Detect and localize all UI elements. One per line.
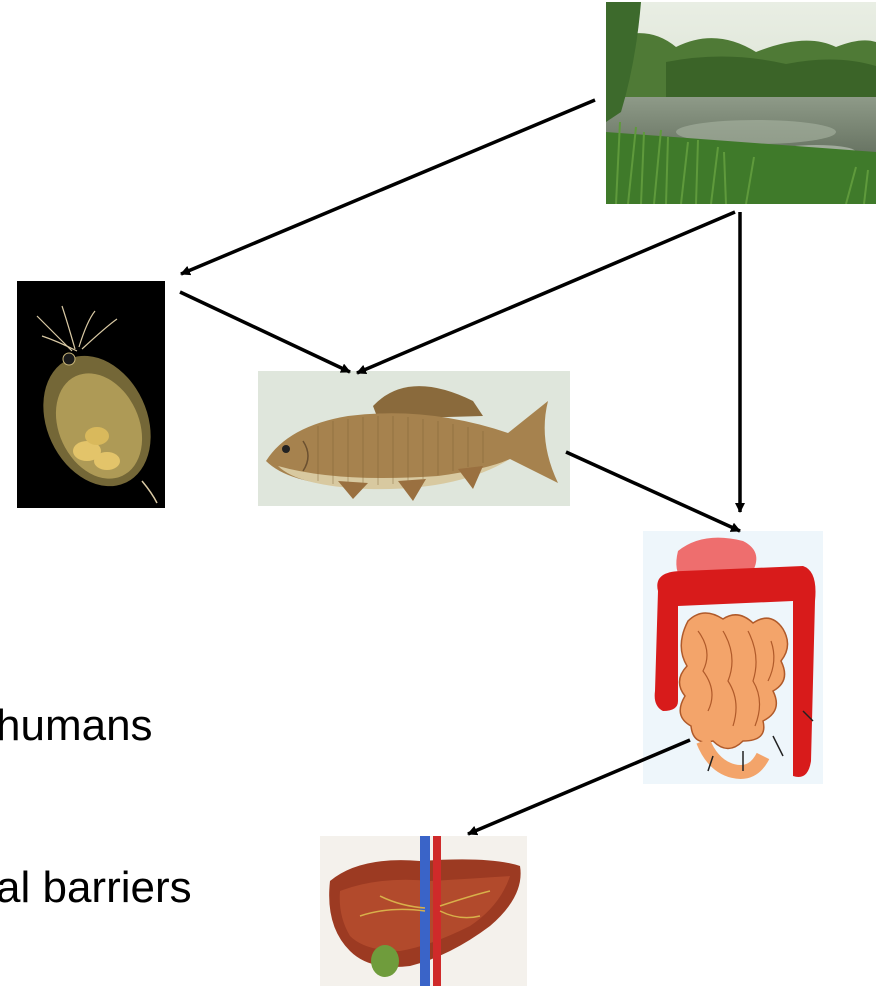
pond-image xyxy=(606,2,876,204)
humans-label: humans xyxy=(0,704,153,748)
arrow-daphnia-to-fish xyxy=(180,292,350,372)
arrow-fish-to-intestine xyxy=(566,452,740,531)
liver-illustration xyxy=(320,836,527,986)
intestine-illustration xyxy=(643,531,823,784)
carp-fish-image xyxy=(258,371,570,506)
daphnia-image xyxy=(17,281,165,508)
arrow-pond-to-fish xyxy=(357,212,735,373)
barriers-label: al barriers xyxy=(0,866,192,910)
arrow-pond-to-daphnia xyxy=(181,100,595,274)
